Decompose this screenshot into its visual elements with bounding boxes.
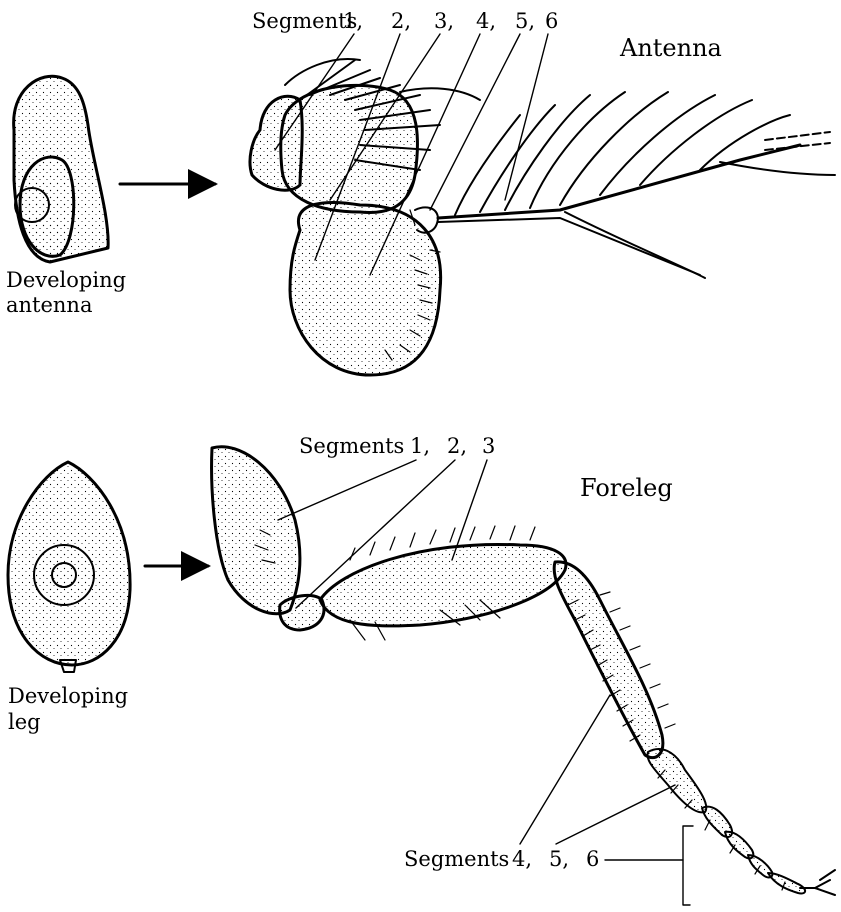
foreleg-top-segment-number-3: 3 — [482, 434, 495, 458]
antenna-segment-number-5: 5, — [515, 9, 535, 33]
developing-leg-label-line2: leg — [8, 710, 41, 734]
foreleg-title: Foreleg — [580, 474, 673, 502]
adult-foreleg — [212, 447, 835, 895]
foreleg-bottom-segment-number-5: 5, — [549, 847, 569, 871]
foreleg-bottom-segments-label: Segments — [404, 847, 509, 871]
foreleg-bottom-segment-number-6: 6 — [586, 847, 599, 871]
developing-antenna-label-line2: antenna — [6, 293, 92, 317]
antenna-segment-number-6: 6 — [545, 9, 558, 33]
developing-leg-label-line1: Developing — [8, 684, 128, 708]
foreleg-top-segment-number-2: 2, — [447, 434, 467, 458]
antenna-segment-number-2: 2, — [391, 9, 411, 33]
foreleg-bottom-segment-number-4: 4, — [512, 847, 532, 871]
developing-leg-disc — [8, 462, 130, 672]
antenna-section: Developing antenna — [6, 9, 835, 375]
foreleg-bottom-leader-lines — [520, 695, 693, 905]
foreleg-section: Developing leg — [8, 434, 835, 905]
foreleg-top-segment-number-1: 1, — [410, 434, 430, 458]
developing-antenna-disc — [14, 76, 109, 262]
developing-antenna-label-line1: Developing — [6, 268, 126, 292]
antenna-title: Antenna — [619, 34, 722, 62]
adult-antenna — [250, 59, 835, 375]
antenna-segments-label: Segments — [252, 9, 357, 33]
foreleg-top-segments-label: Segments — [299, 434, 404, 458]
antenna-segment-number-3: 3, — [434, 9, 454, 33]
antenna-segment-number-1: 1, — [343, 9, 363, 33]
antenna-segment-number-4: 4, — [476, 9, 496, 33]
